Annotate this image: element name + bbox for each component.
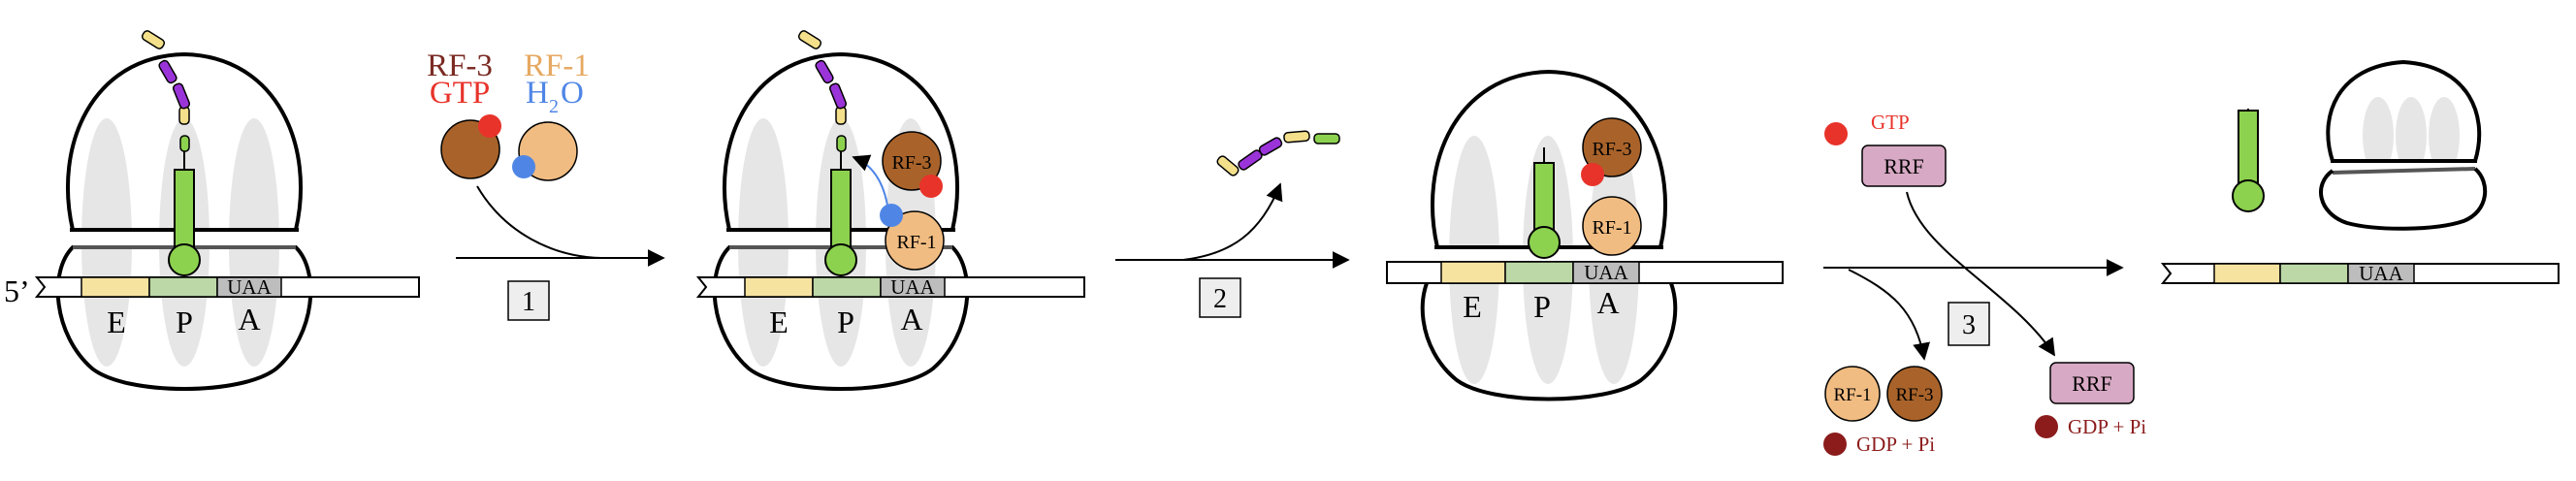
step-2-number: 2 — [1213, 284, 1227, 314]
site-e-label: E — [769, 305, 789, 339]
panel-2-ribosome: UAA E P A RF-3 RF-1 — [695, 30, 1085, 391]
a-site-codon — [216, 276, 282, 298]
released-rf3 — [1886, 366, 1943, 422]
e-site-codon — [1440, 261, 1506, 284]
water-o: O — [561, 76, 584, 111]
panel-4-dissociated: UAA — [2160, 59, 2560, 285]
rf1-protein — [1582, 196, 1642, 256]
step-1-number: 1 — [522, 287, 535, 317]
released-peptide — [1216, 130, 1340, 176]
mrna: UAA — [695, 275, 1085, 299]
rf3-protein — [882, 131, 942, 191]
stop-codon-label: UAA — [1584, 261, 1628, 284]
e-site-codon — [2213, 263, 2281, 284]
water-h: H — [526, 76, 549, 111]
gtp-molecule — [1581, 163, 1604, 186]
water-molecule — [880, 204, 903, 227]
step-1-box — [507, 280, 550, 321]
mrna: UAA — [34, 275, 420, 299]
rf3-label: RF-3 — [427, 48, 493, 83]
released-rf3-label: RF-3 — [1895, 385, 1933, 405]
step-3-box — [1948, 302, 1990, 346]
p-site-codon — [1504, 261, 1574, 284]
five-prime-label: 5’ — [4, 273, 30, 308]
step-3-arrows: GTP RRF 3 RF-1 RF-3 GDP + Pi RRF GDP + P… — [1823, 111, 2146, 456]
p-site-codon — [2279, 263, 2349, 284]
deacylated-trna — [1528, 147, 1561, 259]
step-3-number: 3 — [1962, 310, 1976, 340]
rf3-protein-label: RF-3 — [891, 152, 931, 174]
rf3-protein-label: RF-3 — [1592, 139, 1631, 160]
peptidyl-trna — [141, 30, 201, 276]
rrf-label: RRF — [1884, 154, 1924, 178]
p-site-codon — [148, 276, 218, 298]
site-e-label: E — [107, 305, 126, 339]
site-a-label: A — [238, 302, 260, 337]
hydrolysis-arrow — [852, 154, 889, 212]
e-site-codon — [744, 276, 814, 298]
water-molecule — [512, 155, 535, 178]
stop-codon-label: UAA — [890, 275, 935, 299]
site-p-label: P — [837, 305, 854, 339]
gtp-molecule — [919, 175, 943, 198]
panel-3-ribosome: UAA E P A RF-3 RF-1 — [1386, 69, 1784, 401]
gtp-label: GTP — [430, 76, 490, 111]
rf3-protein — [1582, 117, 1642, 177]
gtp-label: GTP — [1871, 111, 1910, 134]
released-rf1 — [1824, 366, 1881, 422]
a-site-codon — [1572, 261, 1640, 284]
gdp-label: GDP + Pi — [1856, 433, 1935, 456]
rrf-incoming — [1861, 144, 1947, 187]
mrna: UAA — [1386, 261, 1784, 284]
site-p-label: P — [176, 305, 193, 339]
step-1-arrow: 1 — [456, 185, 665, 321]
rrf-released-label: RRF — [2072, 371, 2112, 396]
panel-1-ribosome: UAA 5’ E P A — [4, 30, 420, 391]
free-trna — [2232, 109, 2265, 212]
rf1-protein — [885, 210, 945, 271]
free-large-subunit — [2326, 59, 2482, 175]
peptidyl-trna — [797, 30, 857, 276]
a-site-codon — [880, 276, 946, 298]
released-rf1-label: RF-1 — [1833, 385, 1871, 405]
rf1-protein-label: RF-1 — [1592, 217, 1631, 239]
free-mrna: UAA — [2160, 262, 2560, 285]
rf1-label: RF-1 — [524, 48, 590, 83]
gdp-label-2: GDP + Pi — [2068, 415, 2146, 438]
site-a-label: A — [1596, 285, 1619, 320]
incoming-factors: RF-3 GTP RF-1 H 2 O — [427, 48, 590, 181]
gdp-molecule-2 — [2035, 415, 2058, 438]
p-site-codon — [812, 276, 882, 298]
e-site-codon — [80, 276, 150, 298]
site-a-label: A — [900, 302, 922, 337]
rf1-protein-label: RF-1 — [896, 232, 936, 253]
free-small-subunit — [2319, 167, 2488, 231]
rrf-released — [2049, 362, 2135, 404]
step-2-arrow: 2 — [1115, 182, 1350, 318]
gdp-molecule — [1823, 433, 1847, 456]
stop-codon-label: UAA — [2359, 262, 2403, 285]
site-e-label: E — [1463, 289, 1482, 324]
site-p-label: P — [1533, 289, 1551, 324]
a-site-codon — [2347, 263, 2415, 284]
stop-codon-label: UAA — [227, 275, 272, 299]
gtp-molecule — [1824, 122, 1848, 145]
gtp-molecule — [478, 114, 501, 138]
water-2: 2 — [549, 96, 559, 117]
step-2-box — [1199, 277, 1241, 318]
